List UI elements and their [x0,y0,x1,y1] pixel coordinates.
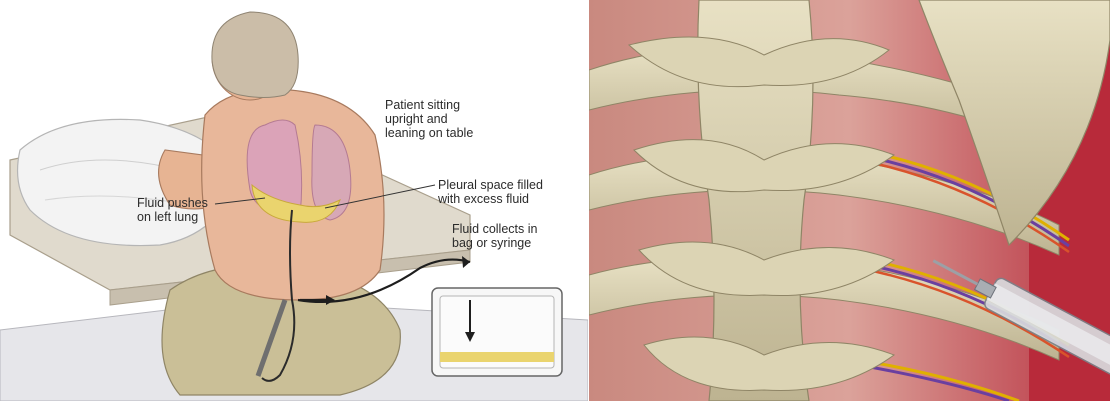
collected-fluid [440,352,554,362]
label-pleural-space: Pleural space filled with excess fluid [438,178,543,206]
label-patient-position: Patient sitting upright and leaning on t… [385,98,473,140]
spine-svg [589,0,1110,401]
label-fluid-pushes: Fluid pushes on left lung [137,196,208,224]
thoracentesis-illustration: Patient sitting upright and leaning on t… [0,0,588,401]
spine-rib-illustration [589,0,1110,401]
hair [212,12,298,98]
label-fluid-collects: Fluid collects in bag or syringe [452,222,537,250]
